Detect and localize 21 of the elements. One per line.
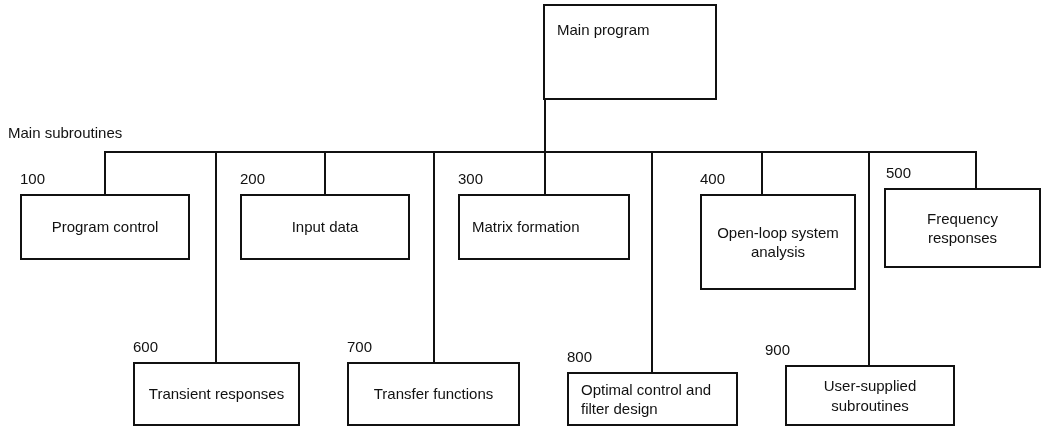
section-heading: Main subroutines	[8, 124, 123, 141]
subroutine-number: 200	[240, 170, 266, 187]
box-label: Main program	[557, 20, 650, 40]
box-label: Frequency responses	[926, 208, 999, 248]
subroutine-number: 400	[700, 170, 726, 187]
box-label: Matrix formation	[472, 217, 580, 237]
subroutine-number: 900	[765, 341, 791, 358]
box-label: Transient responses	[148, 384, 285, 404]
subroutine-number: 100	[20, 170, 46, 187]
box-label: Optimal control and filter design	[581, 379, 713, 419]
box-label: Program control	[51, 217, 159, 237]
box-label: Input data	[291, 217, 359, 237]
process-box	[543, 4, 717, 100]
box-label: User-supplied subroutines	[822, 376, 918, 415]
box-label: Transfer functions	[373, 384, 494, 404]
subroutine-number: 500	[886, 164, 912, 181]
subroutine-number: 700	[347, 338, 373, 355]
subroutine-number: 600	[133, 338, 159, 355]
subroutine-number: 300	[458, 170, 484, 187]
box-label: Open-loop system analysis	[716, 222, 840, 262]
subroutine-number: 800	[567, 348, 593, 365]
